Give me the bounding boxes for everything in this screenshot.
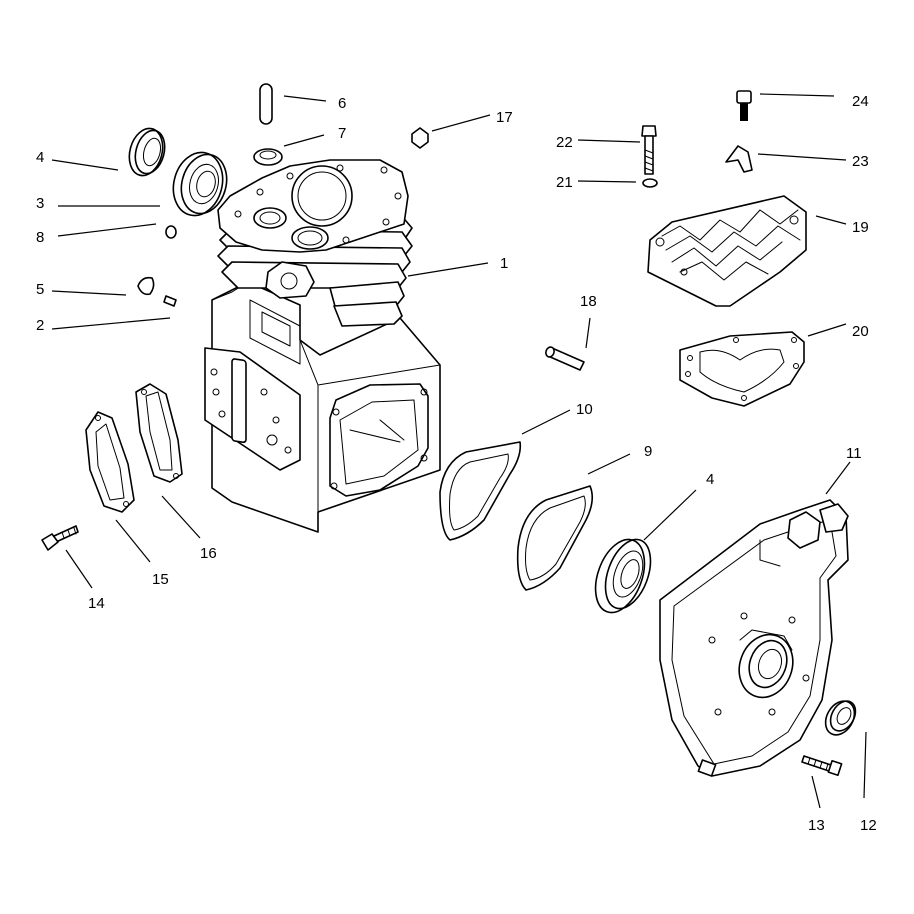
callout-24: 24 bbox=[852, 93, 869, 110]
pin-18 bbox=[545, 346, 585, 371]
callout-22: 22 bbox=[556, 134, 573, 151]
crankcase-cylinder-block bbox=[204, 159, 441, 533]
callout-12: 12 bbox=[860, 817, 877, 834]
callout-11: 11 bbox=[846, 445, 862, 462]
socket-bolt-24 bbox=[736, 90, 752, 121]
plug-17 bbox=[411, 127, 429, 149]
callout-20: 20 bbox=[852, 323, 869, 340]
bearing-plate-11 bbox=[659, 499, 849, 777]
gasket-16 bbox=[135, 383, 183, 483]
callout-8: 8 bbox=[36, 229, 44, 246]
ball-bearing-lower bbox=[594, 538, 652, 614]
oil-seal-upper-left bbox=[128, 127, 166, 177]
callout-21: 21 bbox=[556, 174, 573, 191]
head-bolt-22 bbox=[641, 125, 657, 175]
callout-18: 18 bbox=[580, 293, 597, 310]
screw-13 bbox=[801, 755, 843, 777]
cover-15 bbox=[85, 411, 135, 513]
callout-19: 19 bbox=[852, 219, 869, 236]
bracket-23 bbox=[725, 145, 753, 173]
callout-5: 5 bbox=[36, 281, 44, 298]
leader-lines bbox=[51, 93, 867, 809]
callout-4-lower: 4 bbox=[706, 471, 714, 488]
callout-14: 14 bbox=[88, 595, 105, 612]
callout-15: 15 bbox=[152, 571, 169, 588]
screw-14 bbox=[41, 525, 79, 551]
callout-1: 1 bbox=[500, 255, 508, 272]
dowel-pin-small bbox=[165, 225, 177, 239]
pin-6 bbox=[259, 83, 273, 125]
callout-4-upper: 4 bbox=[36, 149, 44, 166]
oil-seal-12 bbox=[824, 700, 857, 736]
callout-6: 6 bbox=[338, 95, 346, 112]
callout-23: 23 bbox=[852, 153, 869, 170]
callout-10: 10 bbox=[576, 401, 593, 418]
gasket-9 bbox=[516, 485, 594, 591]
retainer-and-pin bbox=[137, 276, 177, 307]
cylinder-head-19 bbox=[647, 195, 807, 307]
callout-3: 3 bbox=[36, 195, 44, 212]
callout-13: 13 bbox=[808, 817, 825, 834]
ball-bearing-upper-left bbox=[172, 151, 228, 217]
callout-2: 2 bbox=[36, 317, 44, 334]
callout-labels: 1 2 3 4 4 5 6 7 8 9 10 11 12 13 14 15 16… bbox=[36, 93, 877, 834]
callout-7: 7 bbox=[338, 125, 346, 142]
callout-17: 17 bbox=[496, 109, 513, 126]
callout-16: 16 bbox=[200, 545, 217, 562]
washer-21 bbox=[642, 178, 658, 188]
head-gasket-20 bbox=[679, 331, 805, 407]
gasket-10 bbox=[439, 441, 522, 541]
callout-9: 9 bbox=[644, 443, 652, 460]
seal-ring-7 bbox=[253, 148, 283, 166]
